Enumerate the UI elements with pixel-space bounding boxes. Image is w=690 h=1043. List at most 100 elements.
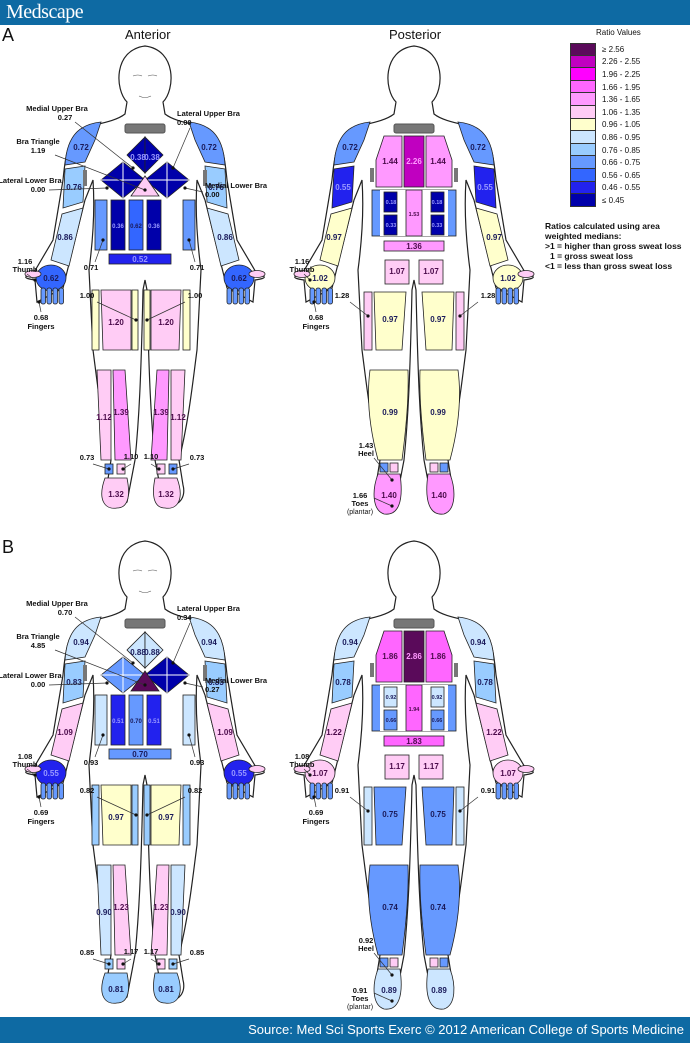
thumb-value: 1.16 bbox=[295, 257, 310, 266]
left-shin-outer-region bbox=[96, 864, 112, 956]
marker-dot bbox=[171, 661, 175, 665]
right-ankle-region bbox=[439, 462, 449, 473]
legend-swatch bbox=[570, 55, 596, 69]
right-finger-region bbox=[232, 287, 238, 305]
right-upper-arm-region bbox=[188, 121, 226, 166]
marker-dot bbox=[121, 467, 125, 471]
lateral-lower-bra-value: 0.00 bbox=[31, 680, 46, 689]
legend-item: ≥ 2.56 bbox=[570, 43, 690, 56]
right-ankle-inner-region bbox=[156, 958, 166, 970]
fingers-label: Fingers bbox=[27, 817, 54, 826]
hamstring-value: 0.75 bbox=[382, 810, 398, 819]
mid-back-upper-right-region bbox=[430, 191, 445, 213]
legend-swatch bbox=[570, 194, 596, 207]
marker-dot bbox=[308, 278, 312, 282]
thumb-label: Thumb bbox=[290, 265, 315, 274]
hand-value: 0.55 bbox=[43, 769, 59, 778]
heel-label: Heel bbox=[358, 449, 374, 458]
left-hamstring-region bbox=[373, 786, 407, 846]
medial-upper-bra-value: 0.27 bbox=[58, 113, 73, 122]
buttock-value: 1.07 bbox=[389, 267, 405, 276]
legend-item: 1.66 - 1.95 bbox=[570, 80, 690, 94]
left-flank-region bbox=[94, 694, 108, 746]
medscape-logo: Medscape bbox=[6, 1, 84, 23]
upper-back-center-value: 2.26 bbox=[406, 157, 422, 166]
marker-dot bbox=[187, 733, 191, 737]
right-ankle-region bbox=[429, 462, 439, 473]
marker-dot bbox=[390, 973, 394, 977]
marker-dot bbox=[131, 661, 135, 665]
ankle-outer-value: 0.85 bbox=[190, 948, 205, 957]
toes-label: Toes bbox=[352, 499, 369, 508]
mid-back-upper-left-region bbox=[383, 191, 398, 213]
leader-line bbox=[184, 682, 204, 688]
right-finger-region bbox=[501, 782, 507, 800]
marker-dot bbox=[171, 467, 175, 471]
right-thigh-region bbox=[150, 289, 182, 351]
marker-dot bbox=[390, 504, 394, 508]
face-icon bbox=[132, 569, 158, 593]
marker-dot bbox=[183, 681, 187, 685]
left-outer-thigh-strip bbox=[91, 784, 100, 846]
shin-outer-value: 0.90 bbox=[96, 908, 112, 917]
fingers-label: Fingers bbox=[302, 817, 329, 826]
leader-line bbox=[184, 187, 204, 193]
abdomen-right-region bbox=[146, 199, 162, 251]
right-forearm-region bbox=[206, 702, 240, 762]
upper-arm-value: 0.94 bbox=[73, 638, 89, 647]
legend-item: 1.06 - 1.35 bbox=[570, 105, 690, 119]
right-buttock-region bbox=[418, 754, 444, 780]
lateral-upper-bra-label: Lateral Upper Bra bbox=[177, 604, 241, 613]
inner-thigh-value: 0.82 bbox=[188, 786, 203, 795]
right-finger-region bbox=[244, 287, 250, 305]
left-hamstring-region bbox=[373, 291, 407, 351]
right-forearm-region bbox=[475, 702, 509, 762]
thumb-label: Thumb bbox=[290, 760, 315, 769]
legend-item: 0.76 - 0.85 bbox=[570, 143, 690, 157]
abdomen-left-region bbox=[110, 694, 126, 746]
left-finger-region bbox=[52, 287, 58, 305]
right-upper-back-region bbox=[425, 135, 453, 188]
left-thigh-region bbox=[100, 289, 132, 351]
left-ankle-region bbox=[379, 462, 389, 473]
forearm-value: 1.09 bbox=[57, 728, 73, 737]
flank-value: 0.71 bbox=[190, 263, 205, 272]
hamstring-value: 0.75 bbox=[430, 810, 446, 819]
marker-dot bbox=[157, 962, 161, 966]
shin-outer-value: 1.12 bbox=[170, 413, 186, 422]
leader-line bbox=[38, 796, 42, 808]
marker-dot bbox=[37, 300, 41, 304]
mid-back-lower-value: 0.66 bbox=[386, 718, 397, 724]
spine-value: 1.53 bbox=[409, 212, 420, 218]
marker-dot bbox=[171, 962, 175, 966]
left-calf-region bbox=[368, 864, 409, 956]
fingers-value: 0.69 bbox=[309, 808, 324, 817]
left-finger-region bbox=[52, 782, 58, 800]
abdomen-left-region bbox=[110, 199, 126, 251]
lateral-lower-bra-label: Lateral Lower Bra bbox=[0, 671, 63, 680]
leader-line bbox=[373, 457, 393, 481]
right-flank-region bbox=[182, 199, 196, 251]
abdomen-right-value: 0.36 bbox=[148, 224, 160, 230]
ankle-inner-value: 1.17 bbox=[124, 947, 139, 956]
legend-label: 1.66 - 1.95 bbox=[602, 82, 641, 92]
lateral-upper-bra-value: 0.34 bbox=[177, 613, 192, 622]
lateral-lower-bra-label: Lateral Lower Bra bbox=[0, 176, 63, 185]
legend-swatch bbox=[570, 118, 596, 132]
left-foot-region bbox=[101, 972, 129, 1004]
leader-line bbox=[373, 497, 393, 507]
collar-region bbox=[124, 618, 166, 629]
upper-back-side-value: 1.44 bbox=[430, 157, 446, 166]
left-upper-back-region bbox=[375, 630, 403, 683]
right-finger-region bbox=[226, 287, 232, 305]
fingers-label: Fingers bbox=[27, 322, 54, 331]
right-finger-region bbox=[495, 782, 501, 800]
legend-label: 0.66 - 0.75 bbox=[602, 158, 641, 168]
right-ankle-inner-region bbox=[156, 463, 166, 475]
right-finger-region bbox=[507, 287, 513, 305]
collar-region bbox=[393, 123, 435, 134]
mid-arm-value: 0.76 bbox=[66, 183, 82, 192]
bra-divider bbox=[145, 657, 189, 693]
flank-value: 0.93 bbox=[84, 758, 99, 767]
